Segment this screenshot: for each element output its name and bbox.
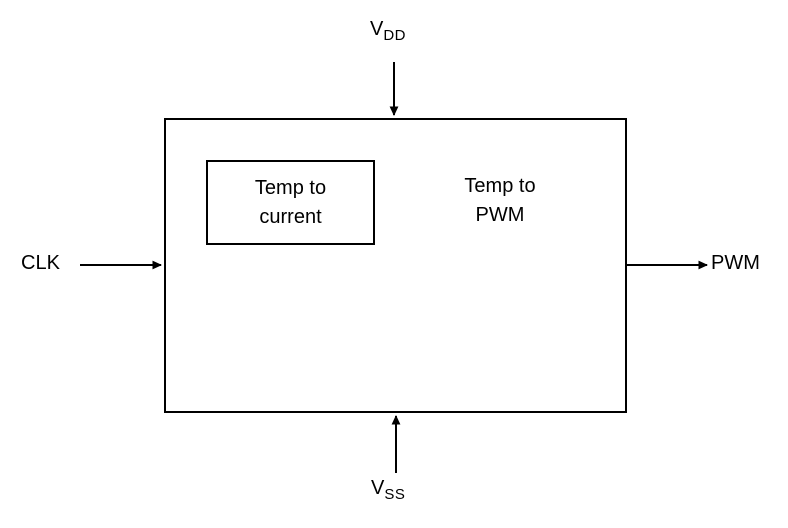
- vdd-port-label: VDD: [370, 18, 406, 44]
- clk-port-label: CLK: [21, 252, 60, 274]
- vdd-base: V: [370, 18, 384, 40]
- main-block-label: Temp to PWM: [464, 175, 536, 226]
- vss-port-label: VSS: [371, 477, 405, 503]
- vdd-subscript: DD: [383, 27, 407, 44]
- pwm-port-label: PWM: [711, 252, 760, 274]
- vss-base: V: [371, 477, 385, 499]
- inner-block-label: Temp to current: [254, 176, 327, 228]
- vss-subscript: SS: [384, 486, 406, 503]
- inner-block-temp-to-current: Temp to current: [206, 160, 375, 245]
